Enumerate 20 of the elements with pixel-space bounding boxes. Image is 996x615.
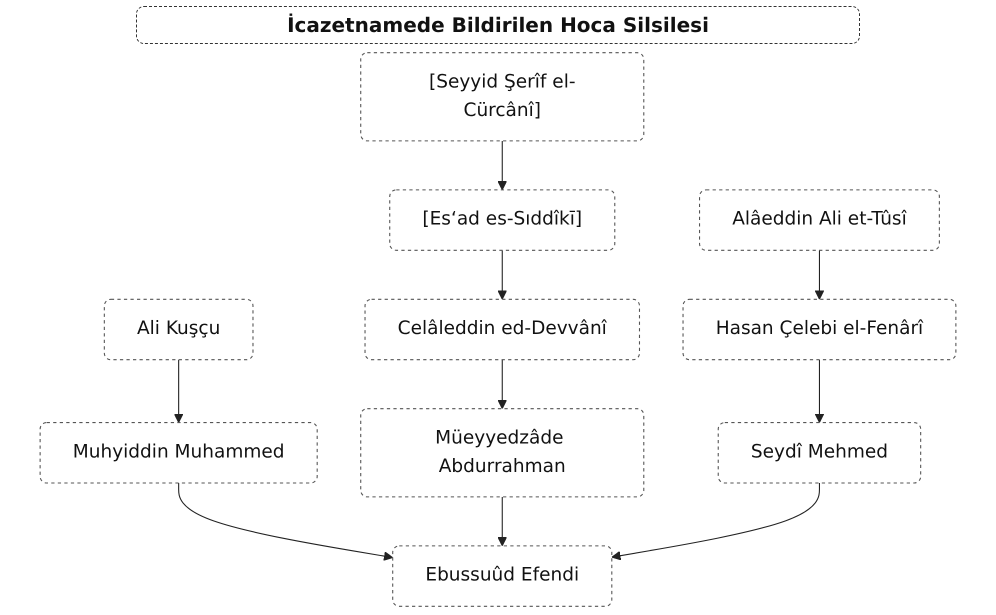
node-box: Seydî Mehmed: [718, 422, 922, 484]
arrow: [497, 250, 508, 300]
diagram-title: İcazetnamede Bildirilen Hoca Silsilesi: [136, 6, 860, 44]
node-box: [Seyyid Şerîf el-Cürcânî]: [360, 52, 644, 142]
arrow: [814, 250, 824, 300]
arrow: [497, 496, 508, 546]
node-box: Ali Kuşçu: [104, 298, 254, 360]
arrow: [611, 483, 820, 560]
node-box: Celâleddin ed-Devvânî: [364, 298, 640, 360]
node-box: Muhyiddin Muhammed: [40, 422, 318, 484]
node-box: Müeyyedzâde Abdurrahman: [360, 408, 644, 498]
node-box: Hasan Çelebi el-Fenârî: [682, 298, 956, 360]
arrow: [174, 360, 184, 424]
arrow: [814, 360, 824, 424]
node-box: [Es‘ad es-Sıddîkī]: [389, 189, 616, 251]
arrow: [497, 360, 508, 410]
node-box: Ebussuûd Efendi: [392, 545, 612, 607]
arrow: [178, 483, 394, 561]
arrow: [497, 140, 508, 190]
node-box: Alâeddin Ali et-Tûsî: [699, 189, 940, 251]
